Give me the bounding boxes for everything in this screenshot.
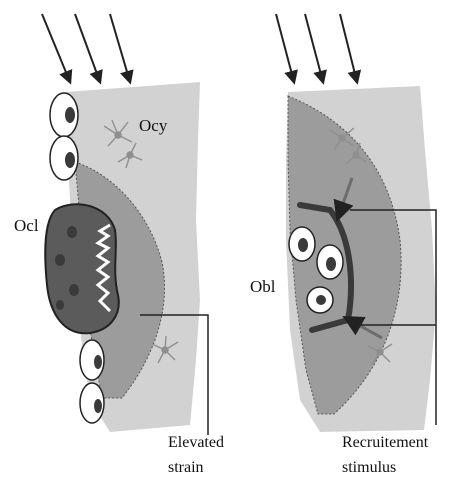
ocl-label: Ocl xyxy=(14,216,39,235)
lining-cell-icon xyxy=(80,383,104,423)
right-load-arrows xyxy=(276,14,357,82)
load-arrow-icon xyxy=(75,14,100,82)
elevated-strain-label-line2: strain xyxy=(168,459,204,476)
elevated-strain-label-line1: Elevated xyxy=(168,434,224,451)
load-arrow-icon xyxy=(340,14,357,82)
load-arrow-icon xyxy=(42,14,70,82)
load-arrow-icon xyxy=(276,14,294,82)
left-load-arrows xyxy=(42,14,130,82)
left-panel: Ocy Ocl Elevated strain xyxy=(14,14,224,476)
lining-cell-icon xyxy=(50,136,78,180)
load-arrow-icon xyxy=(110,14,130,82)
recruitment-label-line1: Recruitement xyxy=(342,434,429,451)
osteoclast-icon xyxy=(45,204,118,333)
osteoblast-icon xyxy=(289,227,315,261)
ocy-label: Ocy xyxy=(139,116,168,135)
lining-cell-icon xyxy=(80,340,104,380)
lining-cell-icon xyxy=(50,93,78,137)
right-panel: Obl Recruitement stimulus xyxy=(250,14,436,476)
osteoblast-icon xyxy=(317,245,343,279)
osteoblast-icon xyxy=(307,287,333,313)
load-arrow-icon xyxy=(305,14,323,82)
recruitment-label-line2: stimulus xyxy=(342,459,396,476)
obl-label: Obl xyxy=(250,277,276,296)
